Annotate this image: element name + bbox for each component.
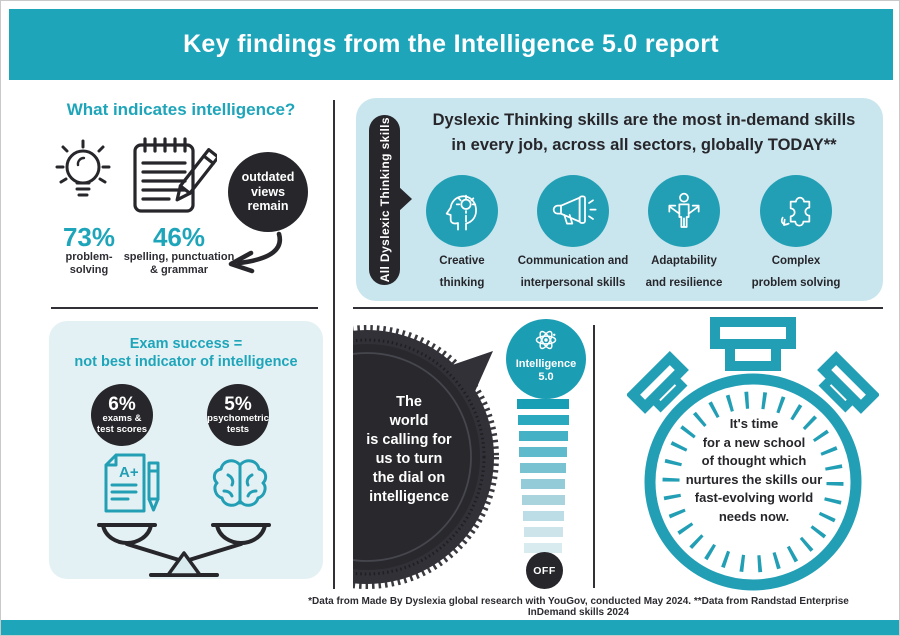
skill-label: Communication and	[517, 255, 629, 267]
skill-circle	[426, 175, 498, 247]
exam-paper-icon: A+	[104, 453, 160, 513]
dial-message-line: world	[389, 413, 429, 429]
skill-label: thinking	[439, 277, 485, 289]
skill-circle	[760, 175, 832, 247]
skill-label: Complex	[771, 255, 821, 267]
all-dyslexic-thinking-skills-tab: All Dyslexic Thinking skills	[369, 115, 400, 285]
heading-line: not best indicator of intelligence	[74, 354, 298, 370]
bubble-label: psychometric	[207, 413, 269, 424]
tab-label: All Dyslexic Thinking skills	[377, 117, 392, 283]
stat-value: 73%	[62, 222, 116, 252]
footnote: *Data from Made By Dyslexia global resea…	[308, 596, 849, 618]
intelligence-dial	[353, 325, 499, 591]
stat-label: solving	[69, 264, 109, 276]
outdated-views-bubble: outdated views remain	[228, 152, 308, 232]
section-title-what-indicates: What indicates intelligence?	[66, 100, 296, 119]
stat-label: problem-	[65, 251, 113, 263]
dial-bar	[517, 415, 569, 425]
page-title: Key findings from the Intelligence 5.0 r…	[183, 30, 719, 58]
dial-message-line: The	[396, 394, 422, 410]
skill-label: Creative	[439, 255, 485, 267]
heading-line: in every job, across all sectors, global…	[451, 136, 837, 154]
puzzle-icon	[780, 196, 811, 227]
svg-text:A+: A+	[119, 464, 139, 481]
intelligence-knob: Intelligence 5.0	[506, 319, 586, 399]
dial-message-line: us to turn	[375, 451, 443, 467]
bubble-label: test scores	[96, 423, 148, 435]
curved-arrow-icon	[228, 231, 283, 274]
stat-label: spelling, punctuation	[123, 251, 235, 263]
skill-adaptability: Adaptability and resilience	[623, 175, 745, 291]
off-indicator: OFF	[526, 552, 563, 589]
stopwatch-message-line: fast-evolving world	[694, 490, 814, 505]
header-banner: Key findings from the Intelligence 5.0 r…	[9, 9, 893, 80]
dial-bar	[517, 399, 569, 409]
stat-label: & grammar	[149, 264, 209, 276]
tab-arrow-icon	[398, 186, 412, 212]
stopwatch-message-line: for a new school	[702, 434, 806, 450]
lightbulb-icon	[55, 139, 111, 197]
dial-bar	[522, 511, 564, 521]
bubble-line: views	[250, 184, 286, 199]
horizontal-divider-right	[353, 307, 883, 309]
skill-complex-problem-solving: Complex problem solving	[735, 175, 857, 291]
dial-bar	[523, 527, 563, 537]
dial-bar	[518, 431, 568, 441]
megaphone-icon	[552, 195, 597, 225]
stopwatch-icon	[627, 317, 879, 591]
dial-bar	[521, 495, 565, 505]
dial-message-line: the dial on	[372, 470, 446, 486]
stat-value: 46%	[152, 222, 206, 252]
exam-bubble-6pct: 6% exams & test scores	[91, 384, 153, 446]
dial-level-bars	[516, 399, 570, 559]
exam-bubble-5pct: 5% psychometric tests	[207, 384, 269, 446]
bubble-value: 5%	[224, 394, 252, 415]
bottom-bar	[1, 620, 899, 635]
stat-spelling-grammar: 46% spelling, punctuation & grammar	[119, 223, 239, 277]
notepad-pencil-icon	[133, 137, 217, 213]
dyslexic-panel-heading: Dyslexic Thinking skills are the most in…	[411, 108, 877, 158]
balance-scale-icon	[97, 523, 271, 577]
atom-icon	[535, 330, 557, 350]
bubble-line: remain	[247, 199, 289, 214]
dial-message: The world is calling for us to turn the …	[353, 393, 465, 507]
brain-icon	[212, 459, 268, 507]
bubble-line: outdated	[241, 170, 295, 185]
stopwatch-message-line: nurtures the skills our	[685, 471, 823, 487]
dial-message-line: intelligence	[369, 489, 449, 505]
stopwatch-message-line: of thought which	[701, 453, 807, 468]
dial-graphic	[353, 325, 499, 589]
stat-problem-solving: 73% problem- solving	[43, 223, 135, 277]
exam-success-panel	[49, 321, 323, 579]
stopwatch-message-line: needs now.	[718, 508, 790, 524]
dial-bar	[520, 463, 566, 473]
knob-label: Intelligence	[515, 358, 577, 370]
exam-panel-title: Exam success = not best indicator of int…	[53, 335, 319, 371]
skill-label: Adaptability	[651, 255, 717, 267]
dial-bar	[519, 447, 567, 457]
person-arrows-icon	[668, 192, 700, 228]
skill-label: and resilience	[645, 277, 723, 289]
knob-label: 5.0	[538, 370, 554, 383]
vertical-divider-left	[333, 100, 335, 589]
bubble-value: 6%	[108, 394, 136, 415]
skill-creative-thinking: Creative thinking	[401, 175, 523, 291]
horizontal-divider-left	[51, 307, 318, 309]
skill-label: interpersonal skills	[520, 277, 626, 289]
bubble-label: tests	[226, 423, 250, 435]
stopwatch-message: It's time for a new school of thought wh…	[659, 415, 849, 526]
dial-bar	[521, 479, 565, 489]
skill-communication: Communication and interpersonal skills	[512, 175, 634, 291]
skill-circle	[648, 175, 720, 247]
heading-line: Dyslexic Thinking skills are the most in…	[432, 111, 856, 129]
heading-line: Exam success =	[129, 336, 243, 352]
dial-message-line: is calling for	[366, 432, 452, 448]
vertical-divider-right	[593, 325, 595, 588]
skill-label: problem solving	[751, 277, 841, 289]
dial-bar	[524, 543, 562, 553]
stopwatch-message-line: It's time	[729, 416, 779, 431]
head-lightbulb-icon	[445, 194, 477, 231]
bubble-label: exams &	[102, 413, 142, 424]
skill-circle	[537, 175, 609, 247]
